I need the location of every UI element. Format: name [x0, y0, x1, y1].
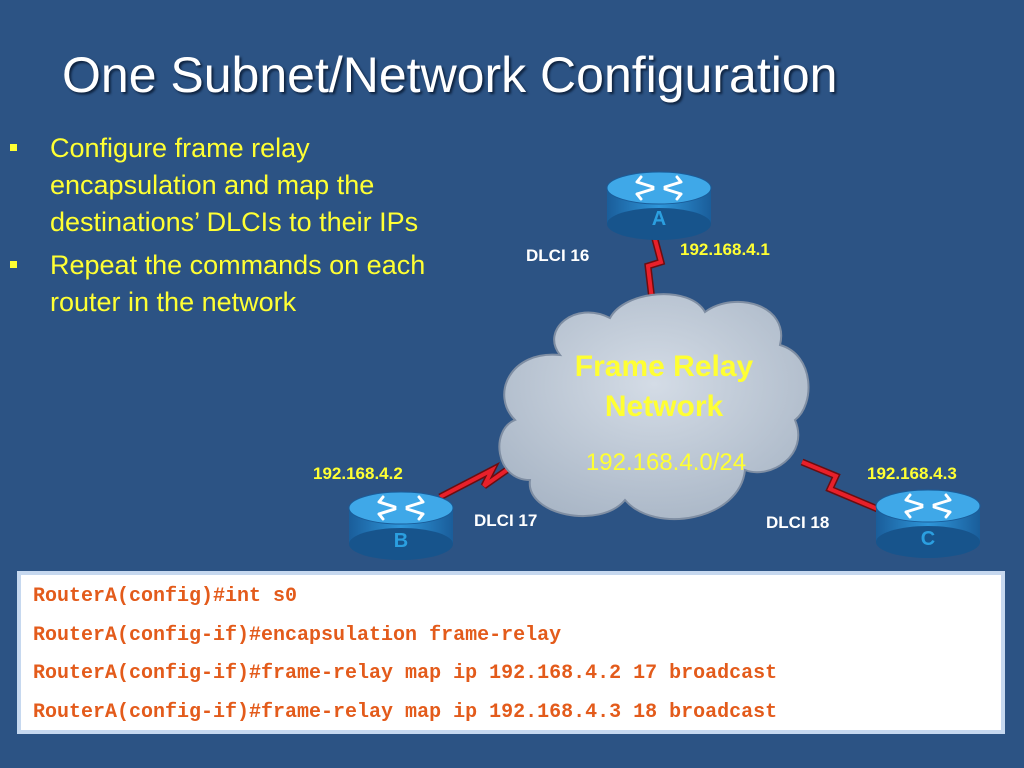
bullet-item: Configure frame relay encapsulation and …	[10, 130, 430, 241]
code-line: RouterA(config-if)#frame-relay map ip 19…	[33, 662, 778, 685]
code-line: RouterA(config-if)#frame-relay map ip 19…	[33, 700, 778, 724]
router-a-icon	[606, 171, 712, 240]
frame-relay-cloud	[498, 293, 810, 521]
cloud-subnet: 192.168.4.0/24	[586, 449, 746, 476]
dlci-b: DLCI 17	[474, 511, 537, 530]
bullet-item: Repeat the commands on each router in th…	[10, 247, 430, 321]
link-c	[800, 458, 882, 514]
cloud-label-line2: Network	[605, 390, 724, 423]
code-line: RouterA(config)#int s0	[33, 585, 298, 608]
cloud-label-line1: Frame Relay	[575, 350, 754, 383]
router-b-ip: 192.168.4.2	[313, 464, 403, 483]
dlci-a: DLCI 16	[526, 246, 589, 265]
config-code-box: RouterA(config)#int s0 RouterA(config-if…	[17, 571, 1005, 734]
code-line: RouterA(config-if)#encapsulation frame-r…	[33, 623, 562, 647]
network-diagram: A B C Frame Relay Network 192.168.4.0/24…	[313, 171, 981, 560]
router-c-ip: 192.168.4.3	[867, 464, 957, 483]
bullet-text: Configure frame relay encapsulation and …	[50, 133, 419, 237]
router-a-label: A	[652, 208, 666, 230]
link-a	[644, 227, 666, 301]
slide-title: One Subnet/Network Configuration	[62, 47, 838, 103]
router-b-label: B	[394, 530, 408, 552]
router-a-ip: 192.168.4.1	[680, 240, 770, 259]
bullet-text: Repeat the commands on each router in th…	[50, 250, 426, 317]
dlci-c: DLCI 18	[766, 513, 829, 532]
router-b-icon	[348, 491, 454, 560]
bullet-marker	[10, 261, 17, 268]
bullet-list: Configure frame relay encapsulation and …	[10, 130, 430, 327]
router-c-label: C	[921, 528, 935, 550]
router-c-icon	[875, 489, 981, 558]
bullet-marker	[10, 144, 17, 151]
link-b	[438, 455, 527, 501]
